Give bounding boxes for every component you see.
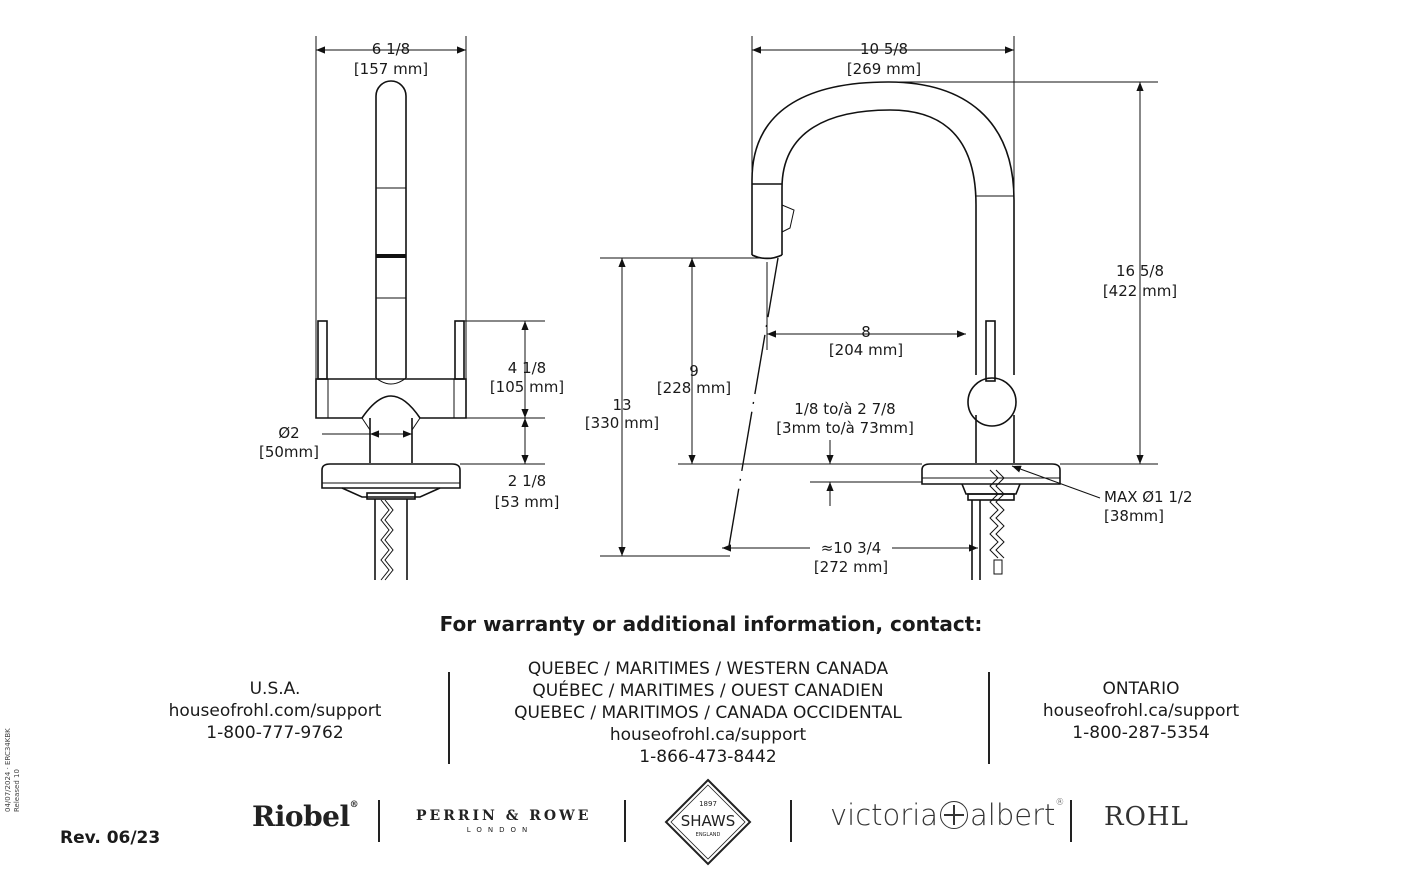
revision-label: Rev. 06/23 bbox=[60, 828, 161, 848]
svg-text:[330 mm]: [330 mm] bbox=[585, 414, 659, 432]
side-spray-reach-dimension: ≈10 3/4 [272 mm] bbox=[722, 539, 978, 576]
svg-text:[269 mm]: [269 mm] bbox=[847, 60, 921, 78]
brand-divider-4 bbox=[1070, 800, 1072, 842]
svg-text:6 1/8: 6 1/8 bbox=[372, 40, 410, 58]
quebec-region-fr: QUÉBEC / MARITIMES / OUEST CANADIEN bbox=[532, 681, 884, 701]
shaws-diamond-icon: 1897 SHAWS ENGLAND bbox=[664, 778, 752, 866]
svg-text:[38mm]: [38mm] bbox=[1104, 507, 1164, 525]
contact-divider-left bbox=[448, 672, 450, 764]
svg-text:[204 mm]: [204 mm] bbox=[829, 341, 903, 359]
svg-text:8: 8 bbox=[861, 323, 871, 341]
side-spout-clearance-dimension: 9 [228 mm] bbox=[600, 257, 922, 465]
svg-text:[53 mm]: [53 mm] bbox=[495, 493, 560, 511]
front-diameter-dimension: Ø2 [50mm] bbox=[259, 424, 412, 461]
side-hole-dimension: MAX Ø1 1/2 [38mm] bbox=[1011, 465, 1193, 525]
front-handle-dimension: 4 1/8 [105 mm] bbox=[464, 320, 564, 419]
side-height-dimension: 16 5/8 [422 mm] bbox=[890, 81, 1177, 465]
brand-divider-2 bbox=[624, 800, 626, 842]
svg-text:[50mm]: [50mm] bbox=[259, 443, 319, 461]
albert-wordmark: albert bbox=[970, 798, 1056, 832]
perrin-rowe-wordmark: PERRIN & ROWE bbox=[416, 808, 592, 824]
side-spout-reach-dimension: 8 [204 mm] bbox=[766, 262, 966, 359]
svg-text:SHAWS: SHAWS bbox=[681, 812, 736, 830]
quebec-region-es: QUEBEC / MARITIMOS / CANADA OCCIDENTAL bbox=[514, 703, 902, 723]
svg-text:[3mm to/à 73mm]: [3mm to/à 73mm] bbox=[776, 419, 914, 437]
svg-text:4 1/8: 4 1/8 bbox=[508, 359, 546, 377]
contact-divider-right bbox=[988, 672, 990, 764]
contact-heading: For warranty or additional information, … bbox=[439, 612, 983, 636]
ontario-phone[interactable]: 1-800-287-5354 bbox=[1072, 723, 1210, 743]
svg-text:1/8 to/à 2 7/8: 1/8 to/à 2 7/8 bbox=[794, 400, 895, 418]
brand-divider-1 bbox=[378, 800, 380, 842]
plus-circle-icon bbox=[940, 801, 969, 829]
contact-ontario: ONTARIO houseofrohl.ca/support 1-800-287… bbox=[1020, 678, 1262, 744]
rohl-logo: ROHL bbox=[1104, 802, 1189, 832]
document-code: 04/07/2024 · ERC34KBK Released 10 bbox=[4, 728, 22, 812]
quebec-region-en: QUEBEC / MARITIMES / WESTERN CANADA bbox=[527, 659, 889, 679]
technical-drawing: 6 1/8 [157 mm] 4 1/8 [105 mm] 2 1/8 [53 … bbox=[259, 36, 1193, 581]
spray-path bbox=[727, 257, 779, 553]
contact-quebec: QUEBEC / MARITIMES / WESTERN CANADA QUÉB… bbox=[480, 658, 936, 768]
svg-text:Ø2: Ø2 bbox=[278, 424, 299, 442]
svg-text:2 1/8: 2 1/8 bbox=[508, 472, 546, 490]
quebec-website[interactable]: houseofrohl.ca/support bbox=[609, 725, 807, 745]
side-reach-dimension: 10 5/8 [269 mm] bbox=[751, 36, 1015, 200]
svg-text:MAX Ø1 1/2: MAX Ø1 1/2 bbox=[1104, 488, 1193, 506]
brand-divider-3 bbox=[790, 800, 792, 842]
svg-text:[228 mm]: [228 mm] bbox=[657, 379, 731, 397]
ontario-website[interactable]: houseofrohl.ca/support bbox=[1042, 701, 1240, 721]
riobel-wordmark: Riobel bbox=[252, 800, 350, 833]
document-code-line-2: Released 10 bbox=[13, 769, 21, 812]
side-deck-thickness-dimension: 1/8 to/à 2 7/8 [3mm to/à 73mm] bbox=[776, 400, 922, 506]
usa-region: U.S.A. bbox=[249, 679, 301, 699]
quebec-phone[interactable]: 1-866-473-8442 bbox=[639, 747, 777, 767]
side-total-dimension: 13 [330 mm] bbox=[585, 258, 730, 557]
victoria-wordmark: victoria bbox=[830, 798, 939, 832]
side-view-faucet bbox=[751, 81, 1061, 580]
front-base-dimension: 2 1/8 [53 mm] bbox=[460, 418, 559, 511]
front-view-faucet bbox=[315, 80, 467, 581]
svg-text:13: 13 bbox=[612, 396, 631, 414]
contact-usa: U.S.A. houseofrohl.com/support 1-800-777… bbox=[150, 678, 400, 744]
svg-text:9: 9 bbox=[689, 362, 699, 380]
svg-text:[157 mm]: [157 mm] bbox=[354, 60, 428, 78]
svg-text:ENGLAND: ENGLAND bbox=[696, 832, 721, 838]
ontario-region: ONTARIO bbox=[1102, 679, 1180, 699]
riobel-logo: Riobel® bbox=[252, 800, 359, 833]
svg-text:[272 mm]: [272 mm] bbox=[814, 558, 888, 576]
svg-text:1897: 1897 bbox=[699, 800, 717, 808]
svg-text:16 5/8: 16 5/8 bbox=[1116, 262, 1164, 280]
shaws-logo: 1897 SHAWS ENGLAND bbox=[664, 778, 752, 866]
svg-text:10 5/8: 10 5/8 bbox=[860, 40, 908, 58]
front-width-dimension: 6 1/8 [157 mm] bbox=[315, 36, 467, 380]
perrin-rowe-logo: PERRIN & ROWE LONDON bbox=[416, 808, 592, 834]
document-code-line-1: 04/07/2024 · ERC34KBK bbox=[4, 728, 12, 812]
svg-text:≈10 3/4: ≈10 3/4 bbox=[821, 539, 882, 557]
perrin-rowe-city: LONDON bbox=[466, 826, 534, 834]
svg-text:[105 mm]: [105 mm] bbox=[490, 378, 564, 396]
svg-text:[422 mm]: [422 mm] bbox=[1103, 282, 1177, 300]
usa-phone[interactable]: 1-800-777-9762 bbox=[206, 723, 344, 743]
usa-website[interactable]: houseofrohl.com/support bbox=[168, 701, 382, 721]
